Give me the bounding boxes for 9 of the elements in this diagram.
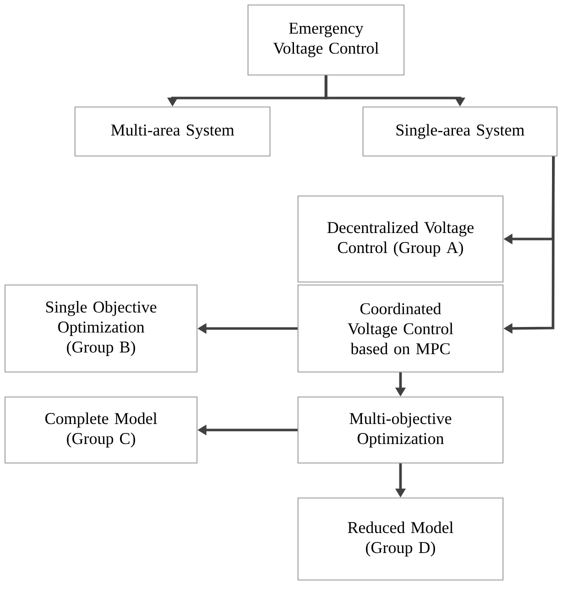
process-box: Emergency Voltage Control (248, 4, 404, 76)
process-box: Complete Model (Group C) (4, 396, 198, 464)
process-box: Multi-objective Optimization (298, 396, 504, 464)
process-box: Coordinated Voltage Control based on MPC (298, 284, 504, 372)
process-box: Single Objective Optimization (Group B) (4, 284, 198, 372)
process-box: Single-area System (362, 106, 558, 156)
process-box: Reduced Model (Group D) (298, 498, 504, 580)
process-box: Multi-area System (74, 106, 270, 156)
process-box: Decentralized Voltage Control (Group A) (298, 196, 504, 282)
